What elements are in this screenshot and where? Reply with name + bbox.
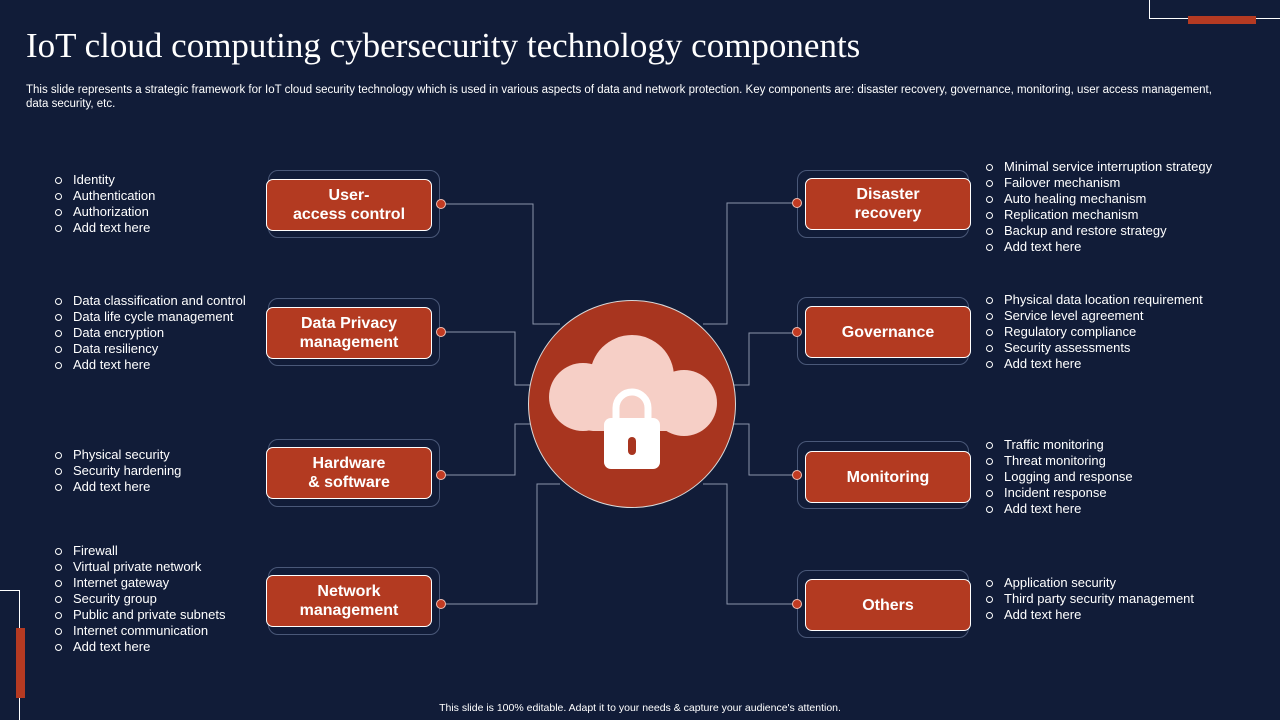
list-item: Third party security management [985, 591, 1194, 607]
list-item: Add text here [985, 356, 1203, 372]
list-item: Data life cycle management [54, 309, 246, 325]
page-title: IoT cloud computing cybersecurity techno… [26, 26, 861, 65]
list-item: Add text here [54, 639, 225, 655]
list-item: Firewall [54, 543, 225, 559]
list-item: Incident response [985, 485, 1133, 501]
list-item: Add text here [985, 607, 1194, 623]
node-monitoring[interactable]: Monitoring [805, 451, 971, 503]
list-item: Security hardening [54, 463, 181, 479]
list-item: Auto healing mechanism [985, 191, 1212, 207]
list-network-management: Firewall Virtual private network Interne… [54, 543, 225, 655]
list-governance: Physical data location requirement Servi… [985, 292, 1203, 372]
list-item: Traffic monitoring [985, 437, 1133, 453]
connector-dot-network [436, 599, 446, 609]
list-item: Public and private subnets [54, 607, 225, 623]
node-network-management[interactable]: Network management [266, 575, 432, 627]
connector-dot-monitoring [792, 470, 802, 480]
node-hardware-software[interactable]: Hardware & software [266, 447, 432, 499]
node-data-privacy-management[interactable]: Data Privacy management [266, 307, 432, 359]
list-item: Backup and restore strategy [985, 223, 1212, 239]
list-item: Failover mechanism [985, 175, 1212, 191]
decor-top-right-bar [1188, 16, 1256, 24]
list-disaster-recovery: Minimal service interruption strategy Fa… [985, 159, 1212, 255]
list-item: Security assessments [985, 340, 1203, 356]
list-item: Application security [985, 575, 1194, 591]
connector-hardware [441, 423, 530, 476]
cloud-lock-icon [548, 334, 717, 469]
connector-dot-others [792, 599, 802, 609]
list-item: Add text here [985, 239, 1212, 255]
central-hub [528, 300, 736, 508]
list-item: Service level agreement [985, 308, 1203, 324]
list-user-access-control: Identity Authentication Authorization Ad… [54, 172, 155, 236]
list-item: Physical data location requirement [985, 292, 1203, 308]
list-item: Security group [54, 591, 225, 607]
decor-bottom-left-bar [16, 628, 25, 698]
connector-others [703, 483, 797, 605]
node-user-access-control[interactable]: User- access control [266, 179, 432, 231]
connector-monitoring [734, 423, 797, 476]
connector-dot-disaster [792, 198, 802, 208]
list-item: Data resiliency [54, 341, 246, 357]
connector-dot-governance [792, 327, 802, 337]
connector-disaster [703, 202, 797, 325]
list-item: Add text here [985, 501, 1133, 517]
list-hardware-software: Physical security Security hardening Add… [54, 447, 181, 495]
list-item: Logging and response [985, 469, 1133, 485]
list-monitoring: Traffic monitoring Threat monitoring Log… [985, 437, 1133, 517]
page-subtitle: This slide represents a strategic framew… [26, 84, 1212, 110]
list-item: Virtual private network [54, 559, 225, 575]
node-governance[interactable]: Governance [805, 306, 971, 358]
list-item: Replication mechanism [985, 207, 1212, 223]
node-disaster-recovery[interactable]: Disaster recovery [805, 178, 971, 230]
connector-network [441, 483, 560, 605]
connector-dot-user-access [436, 199, 446, 209]
footer-note: This slide is 100% editable. Adapt it to… [439, 702, 841, 714]
list-item: Regulatory compliance [985, 324, 1203, 340]
list-others: Application security Third party securit… [985, 575, 1194, 623]
list-data-privacy: Data classification and control Data lif… [54, 293, 246, 373]
list-item: Authorization [54, 204, 155, 220]
list-item: Threat monitoring [985, 453, 1133, 469]
list-item: Internet gateway [54, 575, 225, 591]
list-item: Add text here [54, 357, 246, 373]
list-item: Minimal service interruption strategy [985, 159, 1212, 175]
connector-dot-data-privacy [436, 327, 446, 337]
list-item: Data encryption [54, 325, 246, 341]
list-item: Identity [54, 172, 155, 188]
connector-user-access [441, 203, 560, 325]
node-others[interactable]: Others [805, 579, 971, 631]
connector-governance [734, 332, 797, 386]
list-item: Physical security [54, 447, 181, 463]
list-item: Internet communication [54, 623, 225, 639]
list-item: Data classification and control [54, 293, 246, 309]
connector-dot-hardware [436, 470, 446, 480]
list-item: Add text here [54, 479, 181, 495]
connector-data-privacy [441, 331, 530, 386]
list-item: Authentication [54, 188, 155, 204]
list-item: Add text here [54, 220, 155, 236]
